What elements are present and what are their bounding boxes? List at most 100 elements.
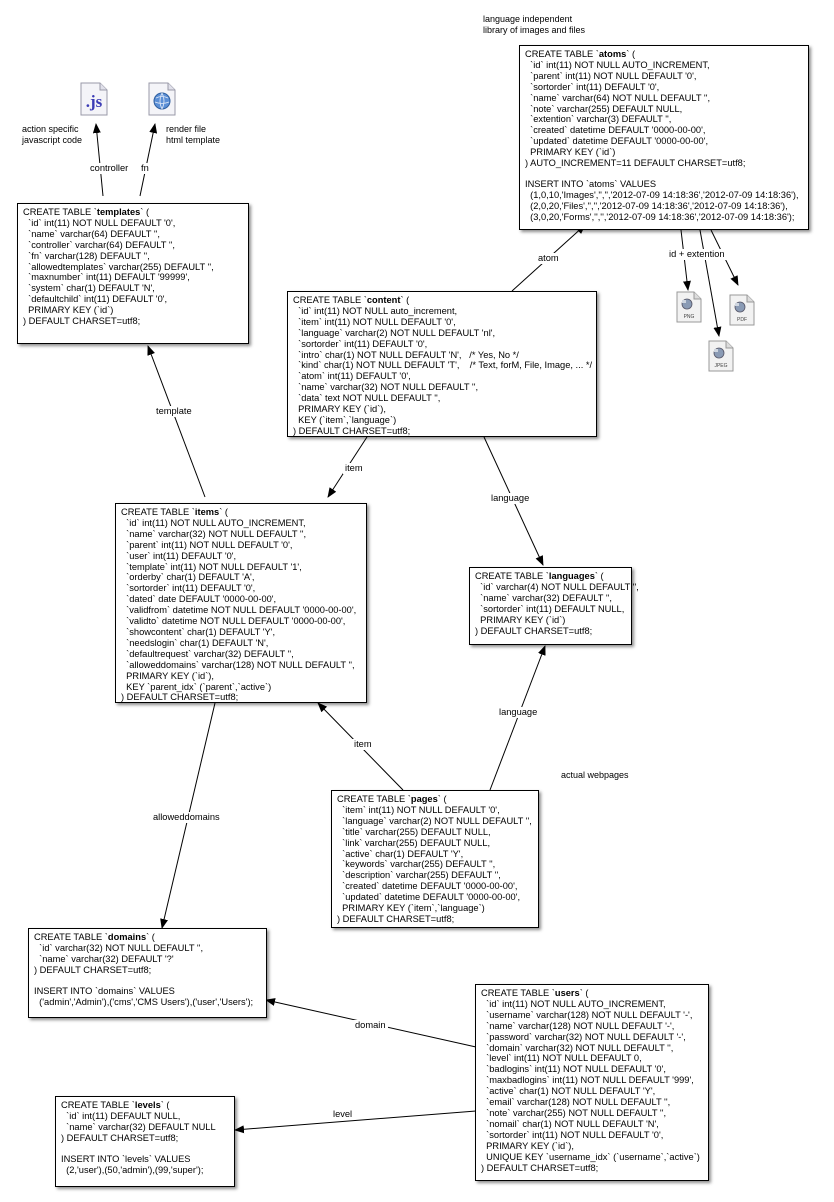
table-line: `level` int(11) NOT NULL DEFAULT 0,	[481, 1053, 642, 1064]
pdf-file-icon: PDF	[729, 294, 755, 326]
arrow-level	[234, 1110, 477, 1134]
table-line: (2,'user'),(50,'admin'),(99,'super');	[61, 1164, 204, 1175]
note-line: library of images and files	[483, 25, 586, 35]
table-line: `controller` varchar(64) DEFAULT '',	[23, 239, 175, 250]
table-line: ) DEFAULT CHARSET=utf8;	[293, 425, 411, 436]
table-line: `language` varchar(2) NOT NULL DEFAULT '…	[337, 815, 532, 826]
table-line: `name` varchar(64) NOT NULL DEFAULT '',	[525, 92, 711, 103]
table-line: `nomail` char(1) NOT NULL DEFAULT 'N',	[481, 1118, 659, 1129]
table-line: `active` char(1) DEFAULT 'Y',	[337, 848, 464, 859]
table-header: CREATE TABLE `pages` (	[337, 794, 447, 804]
table-items[interactable]: CREATE TABLE `items` ( `id` int(11) NOT …	[115, 503, 367, 703]
note-line: action specific	[22, 124, 79, 134]
table-line: ) DEFAULT CHARSET=utf8;	[481, 1162, 599, 1173]
table-name: atoms	[598, 49, 627, 59]
arrow-fn	[139, 123, 158, 197]
arrow-template	[147, 345, 206, 498]
jpeg-file-icon: JPEG	[708, 340, 734, 372]
table-line: `id` int(11) NOT NULL AUTO_INCREMENT,	[525, 59, 710, 70]
table-line: `allowedtemplates` varchar(255) DEFAULT …	[23, 261, 214, 272]
table-pages[interactable]: CREATE TABLE `pages` ( `item` int(11) NO…	[331, 790, 539, 928]
table-line: `name` varchar(32) NOT NULL DEFAULT '',	[121, 528, 307, 539]
table-domains[interactable]: CREATE TABLE `domains` ( `id` varchar(32…	[28, 928, 267, 1018]
arrow-jpeg	[699, 229, 722, 337]
table-line: `badlogins` int(11) NOT NULL DEFAULT '0'…	[481, 1064, 666, 1075]
table-line: `atom` int(11) DEFAULT '0',	[293, 371, 411, 382]
table-line: `username` varchar(128) NOT NULL DEFAULT…	[481, 1009, 693, 1020]
table-line: `maxnumber` int(11) DEFAULT '99999',	[23, 272, 190, 283]
table-levels[interactable]: CREATE TABLE `levels` ( `id` int(11) DEF…	[55, 1096, 235, 1187]
table-line: `maxbadlogins` int(11) NOT NULL DEFAULT …	[481, 1075, 694, 1086]
table-name: templates	[96, 207, 141, 217]
table-line: `name` varchar(32) NOT NULL DEFAULT '',	[293, 382, 479, 393]
table-content[interactable]: CREATE TABLE `content` ( `id` int(11) NO…	[287, 291, 597, 437]
table-line: `orderby` char(1) DEFAULT 'A',	[121, 572, 255, 583]
table-line: `note` varchar(255) NOT NULL DEFAULT '',	[481, 1107, 667, 1118]
table-line: (2,0,20,'Files','','','2012-07-09 14:18:…	[525, 200, 788, 211]
edge-label-level: level	[331, 1109, 355, 1120]
table-header: CREATE TABLE `templates` (	[23, 207, 150, 217]
table-line: ) DEFAULT CHARSET=utf8;	[121, 692, 239, 703]
table-name: pages	[410, 794, 438, 804]
pdf-icon-label: PDF	[737, 317, 747, 323]
table-line: INSERT INTO `levels` VALUES	[61, 1153, 191, 1164]
note-line: javascript code	[22, 135, 83, 145]
table-line: `id` int(11) NOT NULL AUTO_INCREMENT,	[481, 998, 666, 1009]
table-line: `system` char(1) DEFAULT 'N',	[23, 283, 155, 294]
table-line: `parent` int(11) NOT NULL DEFAULT '0',	[525, 70, 697, 81]
table-line: `keywords` varchar(255) DEFAULT '',	[337, 859, 496, 870]
edge-label-template: template	[154, 406, 194, 417]
table-line: `id` int(11) NOT NULL AUTO_INCREMENT,	[121, 517, 306, 528]
table-line: ) DEFAULT CHARSET=utf8;	[34, 964, 152, 975]
arrow-png	[680, 229, 691, 291]
table-line: `id` varchar(32) NOT NULL DEFAULT '',	[34, 942, 204, 953]
table-line: `defaultchild` int(11) DEFAULT '0',	[23, 294, 168, 305]
table-line: `email` varchar(128) NOT NULL DEFAULT ''…	[481, 1097, 671, 1108]
table-languages[interactable]: CREATE TABLE `languages` ( `id` varchar(…	[469, 567, 639, 645]
table-line: `name` varchar(32) DEFAULT NULL	[61, 1121, 216, 1132]
table-line: `intro` char(1) NOT NULL DEFAULT 'N', /*…	[293, 349, 519, 360]
edge-label-language-pages: language	[497, 707, 540, 718]
table-line: `name` varchar(128) NOT NULL DEFAULT '-'…	[481, 1020, 675, 1031]
table-line: ) AUTO_INCREMENT=11 DEFAULT CHARSET=utf8…	[525, 158, 746, 169]
table-line: `sortorder` int(11) DEFAULT '0',	[525, 81, 660, 92]
table-users[interactable]: CREATE TABLE `users` ( `id` int(11) NOT …	[475, 984, 709, 1181]
table-line: `id` int(11) NOT NULL auto_increment,	[293, 305, 458, 316]
edge-label-alloweddomains: alloweddomains	[151, 812, 222, 823]
table-line: `alloweddomains` varchar(128) NOT NULL D…	[121, 659, 355, 670]
table-header: CREATE TABLE `domains` (	[34, 932, 155, 942]
table-header: CREATE TABLE `languages` (	[475, 571, 604, 581]
edge-label-controller: controller	[88, 163, 131, 174]
table-templates[interactable]: CREATE TABLE `templates` ( `id` int(11) …	[17, 203, 249, 344]
png-icon-label: PNG	[684, 314, 695, 320]
arrow-controller	[92, 123, 104, 197]
table-header: CREATE TABLE `content` (	[293, 295, 410, 305]
table-line: `updated` datetime DEFAULT '0000-00-00',	[337, 892, 521, 903]
edge-label-fn: fn	[139, 163, 151, 174]
table-line: ) DEFAULT CHARSET=utf8;	[475, 625, 593, 636]
table-name: items	[194, 507, 220, 517]
table-line: PRIMARY KEY (`id`)	[475, 614, 566, 625]
table-line: `validfrom` datetime NOT NULL DEFAULT '0…	[121, 605, 357, 616]
table-line: `parent` int(11) NOT NULL DEFAULT '0',	[121, 539, 293, 550]
table-line: `sortorder` int(11) DEFAULT '0',	[293, 338, 428, 349]
blank-line	[61, 1144, 229, 1154]
table-header: CREATE TABLE `atoms` (	[525, 49, 636, 59]
table-line: ) DEFAULT CHARSET=utf8;	[23, 316, 141, 327]
table-line: ) DEFAULT CHARSET=utf8;	[61, 1132, 179, 1143]
table-line: `name` varchar(32) DEFAULT '',	[475, 592, 613, 603]
table-header: CREATE TABLE `levels` (	[61, 1100, 170, 1110]
edge-label-id-extention: id + extention	[667, 249, 727, 260]
table-line: `id` int(11) NOT NULL DEFAULT '0',	[23, 217, 176, 228]
table-line: `password` varchar(32) NOT NULL DEFAULT …	[481, 1031, 686, 1042]
table-line: `name` varchar(32) DEFAULT '?'	[34, 953, 174, 964]
table-line: `name` varchar(64) DEFAULT '',	[23, 228, 161, 239]
table-line: INSERT INTO `domains` VALUES	[34, 985, 175, 996]
table-atoms[interactable]: CREATE TABLE `atoms` ( `id` int(11) NOT …	[519, 45, 809, 230]
table-line: `sortorder` int(11) NOT NULL DEFAULT '0'…	[481, 1129, 664, 1140]
table-line: PRIMARY KEY (`item`,`language`)	[337, 903, 485, 914]
table-line: (3,0,20,'Forms','','','2012-07-09 14:18:…	[525, 211, 795, 222]
table-line: `showcontent` char(1) DEFAULT 'Y',	[121, 626, 276, 637]
